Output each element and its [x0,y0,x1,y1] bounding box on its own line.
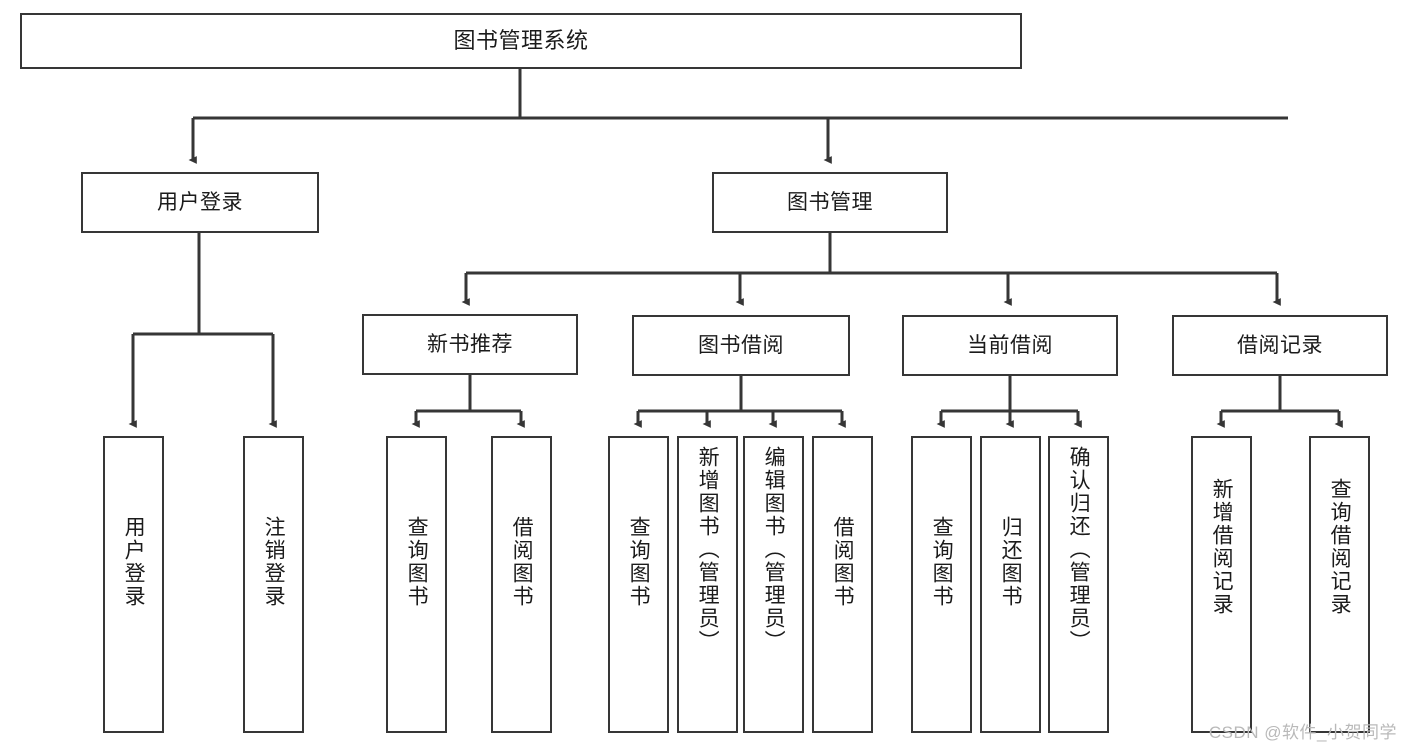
leaf-logout[interactable]: 注销登录 [243,436,304,733]
node-root-system[interactable]: 图书管理系统 [20,13,1022,69]
node-book-management[interactable]: 图书管理 [712,172,948,233]
node-label: 借阅图书 [831,516,855,608]
watermark-text: CSDN @软件_小贺同学 [1208,723,1397,742]
node-label: 用户登录 [122,516,146,608]
leaf-return-book[interactable]: 归还图书 [980,436,1041,733]
node-label: 新书推荐 [427,332,513,356]
leaf-add-book-admin[interactable]: 新增图书（管理员） [677,436,738,733]
node-label: 新增借阅记录 [1210,478,1234,616]
node-label: 新增图书（管理员） [696,446,720,653]
node-label: 查询图书 [405,516,429,608]
node-label: 归还图书 [999,516,1023,608]
node-user-login[interactable]: 用户登录 [81,172,319,233]
node-borrow-record[interactable]: 借阅记录 [1172,315,1388,376]
node-label: 当前借阅 [967,333,1053,357]
leaf-user-login[interactable]: 用户登录 [103,436,164,733]
node-book-borrow[interactable]: 图书借阅 [632,315,850,376]
node-label: 查询借阅记录 [1328,478,1352,616]
leaf-borrow-book[interactable]: 借阅图书 [812,436,873,733]
leaf-confirm-return-admin[interactable]: 确认归还（管理员） [1048,436,1109,733]
node-label: 查询图书 [930,516,954,608]
node-new-book-recommend[interactable]: 新书推荐 [362,314,578,375]
leaf-add-borrow-record[interactable]: 新增借阅记录 [1191,436,1252,733]
node-label: 编辑图书（管理员） [762,446,786,653]
node-current-borrow[interactable]: 当前借阅 [902,315,1118,376]
leaf-edit-book-admin[interactable]: 编辑图书（管理员） [743,436,804,733]
node-label: 用户登录 [157,190,243,214]
node-label: 借阅记录 [1237,333,1323,357]
leaf-query-borrow-record[interactable]: 查询借阅记录 [1309,436,1370,733]
node-label: 图书借阅 [698,333,784,357]
node-label: 查询图书 [627,516,651,608]
node-label: 借阅图书 [510,516,534,608]
node-label: 确认归还（管理员） [1067,446,1091,653]
leaf-query-book-current[interactable]: 查询图书 [911,436,972,733]
node-label: 注销登录 [262,516,286,608]
node-label: 图书管理 [787,190,873,214]
leaf-query-book-recommend[interactable]: 查询图书 [386,436,447,733]
leaf-borrow-book-recommend[interactable]: 借阅图书 [491,436,552,733]
node-label: 图书管理系统 [453,27,589,53]
leaf-query-book-borrow[interactable]: 查询图书 [608,436,669,733]
